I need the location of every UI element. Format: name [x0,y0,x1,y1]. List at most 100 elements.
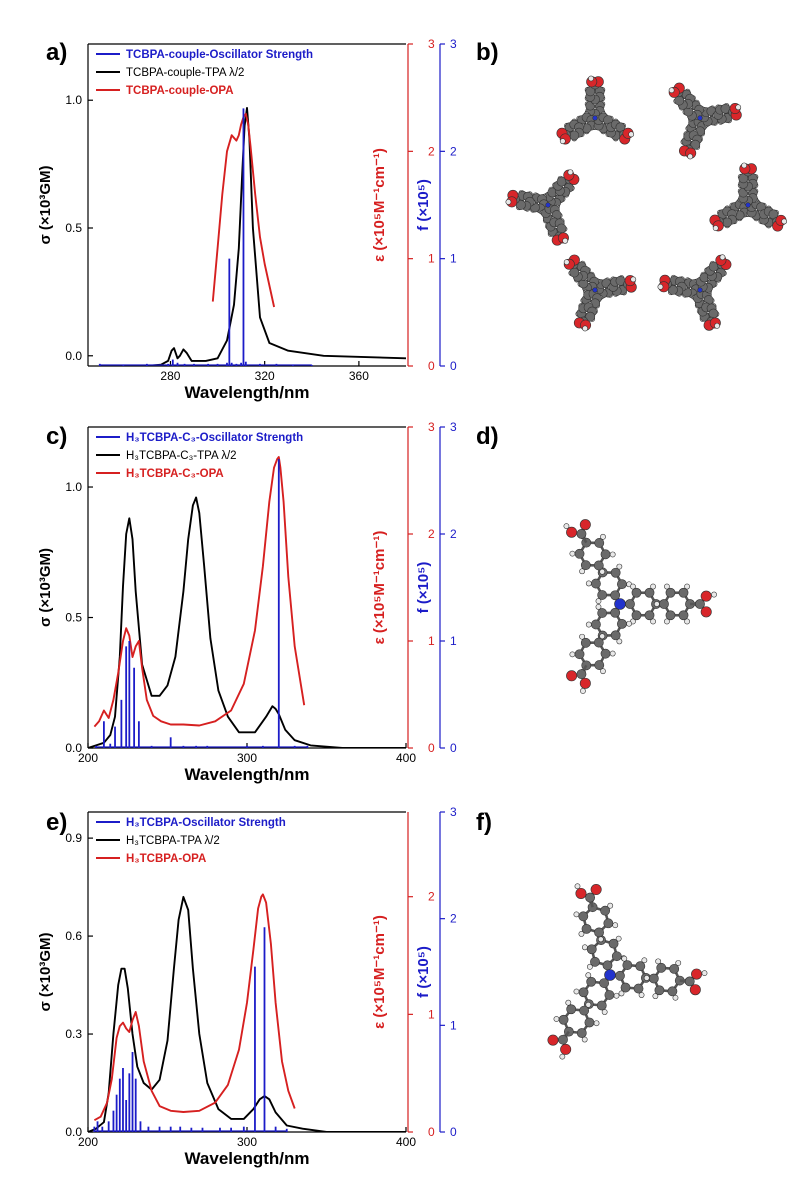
atom [657,283,664,290]
atom [578,987,589,998]
atom [579,519,591,531]
x-tick-label: 280 [160,369,180,383]
atom [600,668,606,675]
atom [626,620,632,627]
atom [610,607,621,618]
atom [608,938,619,949]
atom [560,1043,572,1055]
atom [665,610,676,621]
atom [594,927,604,938]
atom [579,1005,590,1016]
atom [714,322,720,329]
atom [580,637,591,648]
y-tick-label-blue: 0 [450,359,457,373]
atom [563,259,570,266]
atom [591,578,601,589]
atom [617,618,627,629]
y-tick-label-blue: 0 [450,741,457,755]
atom [599,978,610,988]
atom [630,583,636,590]
atom [669,963,680,974]
atom [618,990,625,997]
plot-area [98,106,406,366]
atom [585,1001,592,1008]
atom [599,633,606,640]
atom [600,905,611,916]
atom [593,560,604,571]
x-tick-label: 300 [237,1135,257,1149]
atom [586,963,593,970]
atom [708,308,719,319]
atom [643,975,650,981]
atom [574,548,585,559]
atom [620,982,631,993]
atom [558,1014,569,1025]
atom [659,599,669,609]
atom [628,131,635,138]
atom [566,670,578,682]
y-tick-label-blue: 2 [450,144,457,158]
atom [684,583,690,590]
atom [695,599,705,609]
atom [616,638,623,645]
series-opa-line [93,893,296,1122]
x-tick-label: 300 [237,751,257,765]
atom [607,902,614,909]
atom [664,618,670,625]
atom [599,568,606,575]
atom [684,976,695,987]
atom [569,651,576,658]
atom [559,1053,566,1060]
atom [593,637,604,648]
atom [585,892,596,903]
plot-area [88,456,406,748]
atom [656,962,667,973]
y-tick-label-left: 1.0 [65,93,82,107]
panel-letter: e) [46,809,67,836]
atom [545,202,551,208]
panel-letter: f) [476,809,492,836]
atom [675,960,682,966]
legend-label: H₃TCBPA-TPA λ/2 [126,835,220,847]
atom [602,960,613,971]
y-axis-label-red: ε (×10⁵M⁻¹cm⁻¹) [371,531,388,645]
x-tick-label: 400 [396,1135,416,1149]
y-axis-label-blue: f (×10⁵) [415,179,432,231]
y-tick-label-red: 1 [428,634,435,648]
atom [505,199,512,205]
y-axis-label-blue: f (×10⁵) [415,946,432,998]
atom [641,957,648,964]
y-tick-label-red: 0 [428,359,435,373]
atom [700,606,712,618]
atom [573,988,580,995]
atom [631,587,642,598]
y-tick-label-red: 0 [428,1125,435,1139]
y-tick-label-blue: 1 [450,1018,457,1032]
y-tick-label-left: 0.0 [65,741,82,755]
atom [668,87,675,94]
atom [594,660,605,670]
x-tick-label: 360 [349,369,369,383]
atom [617,579,627,590]
atom [722,217,733,228]
atom [741,162,748,169]
molecule-panel-b: b) [476,39,788,332]
series-tpa-line [88,496,406,748]
x-tick-label: 200 [78,1135,98,1149]
series-tpa-line [112,106,406,366]
atom [581,923,592,934]
y-tick-label-blue: 0 [450,1125,457,1139]
atom [593,1020,600,1027]
atom [667,986,678,997]
y-tick-label-red: 3 [428,37,435,51]
atom [578,930,585,937]
legend-label: TCBPA-couple-OPA [126,85,234,97]
atom [558,1034,568,1045]
atom [644,610,655,621]
atom [585,311,596,322]
y-axis-label-blue: f (×10⁵) [415,562,432,614]
